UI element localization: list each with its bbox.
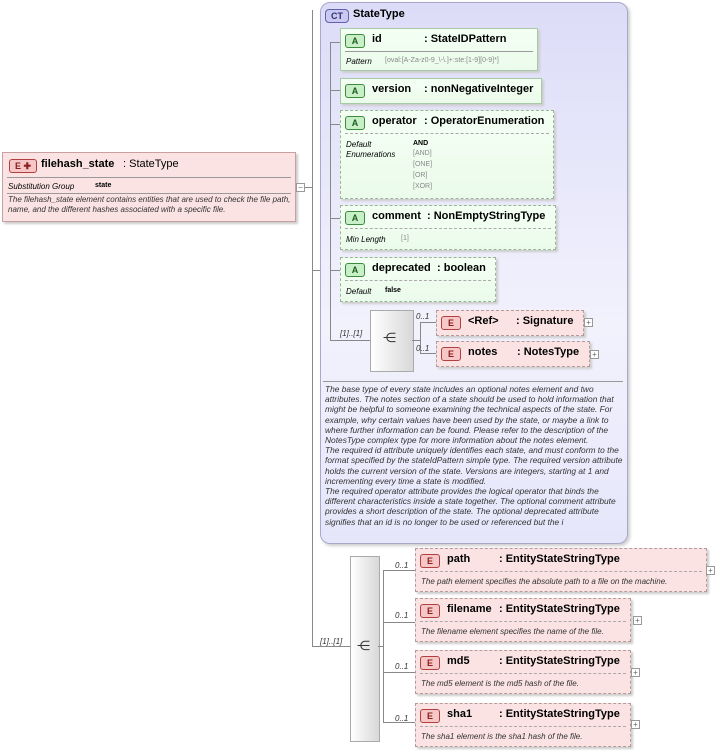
enum-item: [OR] bbox=[413, 172, 428, 179]
attribute-id-type: : StateIDPattern bbox=[424, 33, 507, 45]
attribute-badge-icon: A bbox=[345, 263, 365, 277]
element-badge-icon: E ✚ bbox=[9, 159, 37, 173]
filename-element-name: filename bbox=[447, 603, 492, 615]
path-element-type: : EntityStateStringType bbox=[499, 553, 620, 565]
element-cardinality: 0..1 bbox=[416, 344, 430, 353]
complex-type-doc: The base type of every state includes an… bbox=[325, 384, 623, 527]
filename-element-box[interactable]: E filename : EntityStateStringType The f… bbox=[415, 598, 631, 642]
element-badge-icon: E bbox=[420, 709, 440, 723]
expand-button[interactable]: + bbox=[633, 616, 642, 625]
attribute-operator-type: : OperatorEnumeration bbox=[424, 115, 545, 127]
notes-element-box[interactable]: E notes : NotesType bbox=[436, 341, 590, 367]
root-element-type: : StateType bbox=[123, 158, 179, 170]
element-cardinality: 0..1 bbox=[416, 312, 430, 321]
sequence-cardinality: [1]..[1] bbox=[320, 637, 343, 646]
attribute-badge-icon: A bbox=[345, 34, 365, 48]
plus-icon: ✚ bbox=[23, 161, 32, 171]
attribute-deprecated-name: deprecated bbox=[372, 262, 431, 274]
pattern-label: Pattern bbox=[346, 57, 372, 66]
attribute-badge-icon: A bbox=[345, 211, 365, 225]
root-element-box[interactable]: E ✚ filehash_state : StateType Substitut… bbox=[2, 152, 296, 222]
sequence-icon: ⋲ bbox=[357, 638, 370, 653]
attribute-deprecated-box[interactable]: A deprecated : boolean Default false bbox=[340, 257, 496, 302]
default-label: Default bbox=[346, 287, 372, 296]
attribute-operator-name: operator bbox=[372, 115, 417, 127]
element-cardinality: 0..1 bbox=[395, 561, 409, 570]
expand-button[interactable]: + bbox=[706, 566, 715, 575]
ref-element-type: : Signature bbox=[516, 315, 574, 327]
sha1-element-box[interactable]: E sha1 : EntityStateStringType The sha1 … bbox=[415, 703, 631, 747]
pattern-value: [oval:[A-Za-z0-9_\-\.]+:ste:[1-9][0-9]*] bbox=[385, 57, 499, 64]
expand-button[interactable]: + bbox=[631, 668, 640, 677]
element-badge-icon: E bbox=[441, 316, 461, 330]
attribute-version-type: : nonNegativeInteger bbox=[424, 83, 534, 95]
attribute-badge-icon: A bbox=[345, 116, 365, 130]
element-cardinality: 0..1 bbox=[395, 662, 409, 671]
min-length-label: Min Length bbox=[346, 235, 386, 244]
ref-element-name: <Ref> bbox=[468, 315, 499, 327]
expand-button[interactable]: + bbox=[590, 350, 599, 359]
md5-element-doc: The md5 element is the md5 hash of the f… bbox=[421, 679, 579, 688]
notes-element-name: notes bbox=[468, 346, 498, 358]
attribute-operator-box[interactable]: A operator : OperatorEnumeration Default… bbox=[340, 110, 554, 199]
default-label: Default bbox=[346, 140, 372, 149]
min-length-value: [1] bbox=[401, 235, 409, 242]
enum-item: [AND] bbox=[413, 150, 432, 157]
sequence-icon: ⋲ bbox=[383, 330, 396, 345]
default-value: AND bbox=[413, 140, 429, 147]
root-element-doc: The filehash_state element contains enti… bbox=[8, 195, 291, 214]
element-badge-icon: E bbox=[420, 554, 440, 568]
element-badge-icon: E bbox=[420, 604, 440, 618]
attribute-comment-name: comment bbox=[372, 210, 421, 222]
path-element-doc: The path element specifies the absolute … bbox=[421, 577, 668, 586]
substitution-group-label: Substitution Group bbox=[8, 182, 75, 191]
attribute-id-box[interactable]: A id : StateIDPattern Pattern [oval:[A-Z… bbox=[340, 28, 538, 71]
attribute-version-name: version bbox=[372, 83, 412, 95]
attribute-comment-type: : NonEmptyStringType bbox=[427, 210, 546, 222]
complex-type-name: StateType bbox=[353, 8, 405, 20]
complex-type-badge-icon: CT bbox=[325, 9, 349, 23]
sha1-element-type: : EntityStateStringType bbox=[499, 708, 620, 720]
attribute-comment-box[interactable]: A comment : NonEmptyStringType Min Lengt… bbox=[340, 205, 556, 250]
substitution-group-value: state bbox=[95, 182, 112, 189]
md5-element-box[interactable]: E md5 : EntityStateStringType The md5 el… bbox=[415, 650, 631, 694]
attribute-deprecated-type: : boolean bbox=[437, 262, 486, 274]
expand-button[interactable]: + bbox=[631, 720, 640, 729]
sequence-connector[interactable] bbox=[350, 556, 380, 742]
default-value: false bbox=[385, 287, 401, 294]
expand-button[interactable]: + bbox=[584, 318, 593, 327]
sha1-element-doc: The sha1 element is the sha1 hash of the… bbox=[421, 732, 583, 741]
filename-element-doc: The filename element specifies the name … bbox=[421, 627, 604, 636]
md5-element-type: : EntityStateStringType bbox=[499, 655, 620, 667]
element-cardinality: 0..1 bbox=[395, 611, 409, 620]
enumerations-label: Enumerations bbox=[346, 150, 396, 159]
ref-element-box[interactable]: E <Ref> : Signature bbox=[436, 310, 584, 336]
element-badge-icon: E bbox=[420, 656, 440, 670]
md5-element-name: md5 bbox=[447, 655, 470, 667]
attribute-badge-icon: A bbox=[345, 84, 365, 98]
enum-item: [ONE] bbox=[413, 161, 433, 168]
element-cardinality: 0..1 bbox=[395, 714, 409, 723]
element-badge-icon: E bbox=[441, 347, 461, 361]
collapse-button[interactable]: − bbox=[296, 183, 305, 192]
root-element-name: filehash_state bbox=[41, 158, 115, 170]
attribute-version-box[interactable]: A version : nonNegativeInteger bbox=[340, 78, 542, 104]
path-element-box[interactable]: E path : EntityStateStringType The path … bbox=[415, 548, 707, 592]
sha1-element-name: sha1 bbox=[447, 708, 473, 720]
sequence-cardinality: [1]..[1] bbox=[340, 329, 363, 338]
filename-element-type: : EntityStateStringType bbox=[499, 603, 620, 615]
attribute-id-name: id bbox=[372, 33, 382, 45]
notes-element-type: : NotesType bbox=[517, 346, 580, 358]
path-element-name: path bbox=[447, 553, 471, 565]
sequence-connector[interactable] bbox=[370, 310, 414, 372]
enum-item: [XOR] bbox=[413, 183, 433, 190]
